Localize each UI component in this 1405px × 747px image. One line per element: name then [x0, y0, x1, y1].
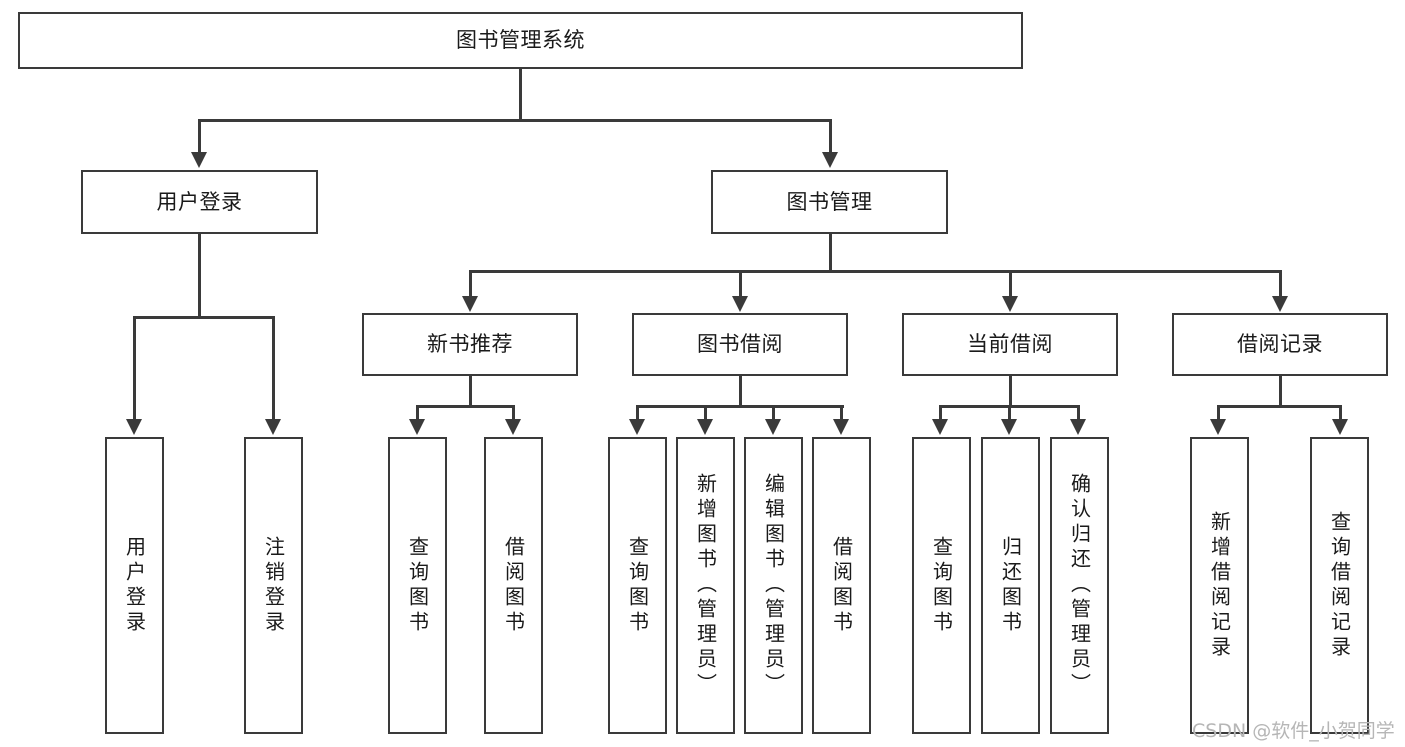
connector-to-user-login: [198, 119, 201, 157]
arrow-to-leaf-query-book-2: [629, 419, 645, 435]
watermark-text: CSDN @软件_小贺同学: [1192, 720, 1395, 742]
node-label: 图书管理: [786, 189, 873, 214]
arrow-to-book-borrow: [732, 296, 748, 312]
node-label: 编辑图书（管理员）: [761, 473, 786, 698]
node-leaf-confirm-return[interactable]: 确认归还（管理员）: [1050, 437, 1109, 734]
node-label: 图书借阅: [697, 332, 783, 357]
connector-to-leaf-return-book: [1008, 405, 1011, 422]
connector-to-leaf-edit-book: [772, 405, 775, 422]
connector-to-leaf-query-book-1: [416, 405, 419, 422]
node-label: 新增借阅记录: [1207, 510, 1232, 661]
node-user-login[interactable]: 用户登录: [81, 170, 318, 234]
connector-book-borrow-bus: [636, 405, 844, 408]
node-leaf-return-book[interactable]: 归还图书: [981, 437, 1040, 734]
node-new-book-recommend[interactable]: 新书推荐: [362, 313, 578, 376]
node-leaf-borrow-book-2[interactable]: 借阅图书: [812, 437, 871, 734]
arrow-to-leaf-query-book-1: [409, 419, 425, 435]
node-label: 新书推荐: [427, 332, 513, 357]
connector-to-leaf-add-book: [704, 405, 707, 422]
node-label: 用户登录: [156, 189, 243, 214]
node-leaf-query-book-3[interactable]: 查询图书: [912, 437, 971, 734]
connector-to-leaf-query-book-3: [939, 405, 942, 422]
connector-user-login-bus: [133, 316, 274, 319]
node-leaf-add-book[interactable]: 新增图书（管理员）: [676, 437, 735, 734]
connector-to-book-borrow: [739, 270, 742, 299]
arrow-to-leaf-borrow-book-2: [833, 419, 849, 435]
arrow-to-leaf-return-book: [1001, 419, 1017, 435]
node-label: 归还图书: [998, 535, 1023, 636]
arrow-to-current-borrow: [1002, 296, 1018, 312]
node-leaf-add-borrow-record[interactable]: 新增借阅记录: [1190, 437, 1249, 734]
connector-book-borrow-stem: [739, 376, 742, 405]
connector-to-leaf-query-borrow-record: [1339, 405, 1342, 422]
arrow-to-leaf-borrow-book-1: [505, 419, 521, 435]
arrow-to-borrow-record: [1272, 296, 1288, 312]
node-book-borrow[interactable]: 图书借阅: [632, 313, 848, 376]
node-label: 确认归还（管理员）: [1067, 473, 1092, 698]
node-leaf-borrow-book-1[interactable]: 借阅图书: [484, 437, 543, 734]
connector-to-leaf-add-borrow-record: [1217, 405, 1220, 422]
node-leaf-query-book-1[interactable]: 查询图书: [388, 437, 447, 734]
connector-new-book-recommend-bus: [416, 405, 514, 408]
node-label: 图书管理系统: [456, 28, 585, 53]
node-leaf-user-login[interactable]: 用户登录: [105, 437, 164, 734]
node-leaf-edit-book[interactable]: 编辑图书（管理员）: [744, 437, 803, 734]
node-label: 当前借阅: [967, 332, 1053, 357]
connector-to-leaf-query-book-2: [636, 405, 639, 422]
connector-to-new-book-recommend: [469, 270, 472, 299]
node-label: 查询图书: [625, 535, 650, 636]
node-label: 用户登录: [122, 535, 147, 636]
arrow-to-book-manage: [822, 152, 838, 168]
node-label: 借阅记录: [1237, 332, 1323, 357]
connector-to-borrow-record: [1279, 270, 1282, 299]
node-leaf-query-book-2[interactable]: 查询图书: [608, 437, 667, 734]
connector-new-book-recommend-stem: [469, 376, 472, 405]
arrow-to-leaf-query-borrow-record: [1332, 419, 1348, 435]
node-current-borrow[interactable]: 当前借阅: [902, 313, 1118, 376]
arrow-to-leaf-query-book-3: [932, 419, 948, 435]
node-label: 注销登录: [261, 535, 286, 636]
connector-to-leaf-confirm-return: [1077, 405, 1080, 422]
arrow-to-leaf-confirm-return: [1070, 419, 1086, 435]
connector-to-leaf-borrow-book-1: [512, 405, 515, 422]
connector-to-leaf-borrow-book-2: [840, 405, 843, 422]
connector-current-borrow-stem: [1009, 376, 1012, 405]
arrow-to-new-book-recommend: [462, 296, 478, 312]
connector-borrow-record-stem: [1279, 376, 1282, 405]
arrow-to-leaf-user-login: [126, 419, 142, 435]
arrow-to-leaf-user-logout: [265, 419, 281, 435]
arrow-to-leaf-edit-book: [765, 419, 781, 435]
connector-book-manage-stem: [829, 234, 832, 270]
connector-to-leaf-user-logout: [272, 316, 275, 422]
node-label: 借阅图书: [501, 535, 526, 636]
node-label: 查询借阅记录: [1327, 510, 1352, 661]
connector-to-current-borrow: [1009, 270, 1012, 299]
arrow-to-leaf-add-borrow-record: [1210, 419, 1226, 435]
node-borrow-record[interactable]: 借阅记录: [1172, 313, 1388, 376]
node-label: 查询图书: [929, 535, 954, 636]
node-label: 查询图书: [405, 535, 430, 636]
node-root-system[interactable]: 图书管理系统: [18, 12, 1023, 69]
node-leaf-user-logout[interactable]: 注销登录: [244, 437, 303, 734]
arrow-to-leaf-add-book: [697, 419, 713, 435]
connector-user-login-stem: [198, 234, 201, 316]
node-book-manage[interactable]: 图书管理: [711, 170, 948, 234]
connector-book-manage-bus: [469, 270, 1281, 273]
node-label: 新增图书（管理员）: [693, 473, 718, 698]
connector-root-bus: [198, 119, 831, 122]
connector-root-stem: [519, 69, 522, 119]
arrow-to-user-login: [191, 152, 207, 168]
connector-to-book-manage: [829, 119, 832, 157]
node-label: 借阅图书: [829, 535, 854, 636]
connector-borrow-record-bus: [1217, 405, 1342, 408]
node-leaf-query-borrow-record[interactable]: 查询借阅记录: [1310, 437, 1369, 734]
connector-to-leaf-user-login: [133, 316, 136, 422]
